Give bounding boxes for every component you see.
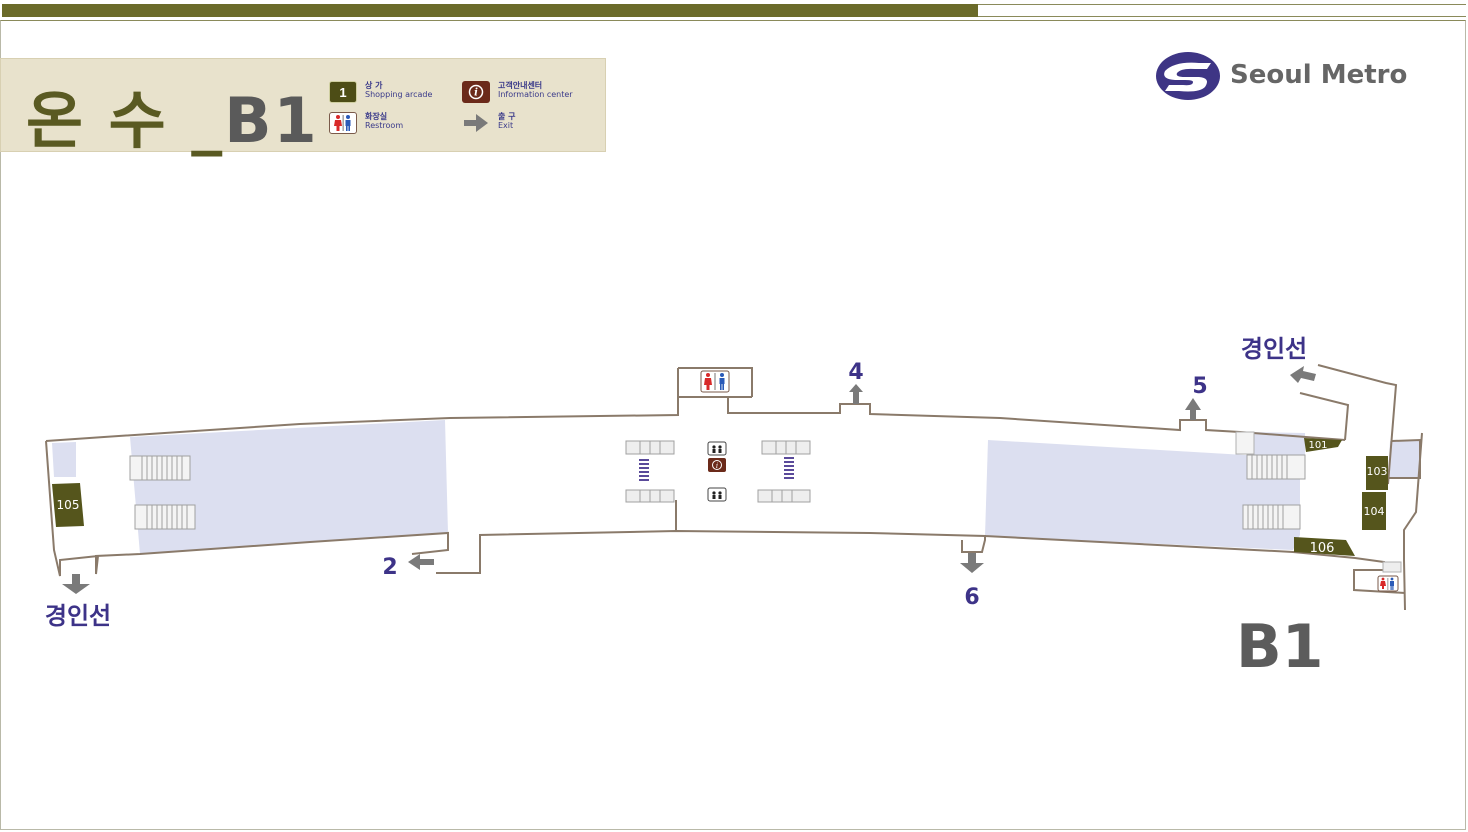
- legend-info: i 고객안내센터 Information center: [462, 81, 573, 103]
- legend-exit: 출 구 Exit: [462, 112, 516, 134]
- exit-2-arrow-icon: [408, 554, 434, 570]
- station-title: 온 수 _B1: [26, 70, 319, 160]
- title-separator: _: [191, 84, 225, 157]
- shop-104: 104: [1362, 492, 1386, 530]
- shop-103-label: 103: [1367, 465, 1388, 478]
- restroom-east-icon: [1377, 575, 1399, 592]
- elevator-icon-bottom: [707, 487, 727, 502]
- gyeongin-line-east-label: 경인선: [1241, 335, 1307, 363]
- exit-5-arrow-icon: [1185, 398, 1201, 420]
- svg-text:i: i: [716, 462, 718, 470]
- gyeongin-east-arrow-icon: [1290, 366, 1316, 383]
- shop-101-label: 101: [1308, 440, 1327, 451]
- page-frame: [0, 20, 1466, 830]
- gyeongin-west-arrow-icon: [62, 574, 90, 594]
- legend-info-text: 고객안내센터 Information center: [498, 81, 573, 99]
- shop-icon: 1: [329, 81, 357, 103]
- legend-restroom: 화장실 Restroom: [329, 112, 403, 134]
- shop-106: 106: [1294, 537, 1355, 556]
- stairs-west: [129, 455, 196, 530]
- exit-4-arrow-icon: [849, 384, 863, 404]
- escalator-west: [639, 458, 649, 484]
- shop-104-label: 104: [1364, 505, 1385, 518]
- legend-exit-text: 출 구 Exit: [498, 112, 516, 130]
- exit-4-label: 4: [848, 360, 863, 385]
- shop-101: 101: [1304, 438, 1342, 452]
- title-floor: B1: [224, 84, 319, 157]
- info-icon: i: [462, 81, 490, 103]
- central-transfer-area: i: [625, 440, 811, 503]
- shop-105-label: 105: [57, 498, 80, 512]
- floor-label: B1: [1236, 612, 1324, 682]
- top-progress-bar: [2, 4, 978, 17]
- gyeongin-line-west-label: 경인선: [45, 602, 111, 630]
- legend-panel: [0, 58, 606, 152]
- info-center-icon: i: [708, 458, 726, 472]
- top-bar-track: [978, 4, 1466, 17]
- legend-shop: 1 상 가 Shopping arcade: [329, 81, 432, 103]
- concourse-area-east-upper: [1253, 432, 1305, 457]
- exit-2-label: 2: [382, 555, 397, 580]
- concourse-area-east: [985, 440, 1300, 550]
- concourse-area-far-west: [52, 442, 76, 477]
- station-name: 온 수: [26, 84, 168, 157]
- shop-105: 105: [52, 483, 84, 527]
- legend-shop-text: 상 가 Shopping arcade: [365, 81, 433, 99]
- concourse-area-far-east: [1388, 440, 1420, 478]
- exit-5-label: 5: [1192, 374, 1207, 399]
- seoul-metro-logo-text: Seoul Metro: [1230, 60, 1408, 90]
- stairs-east: [1235, 431, 1402, 573]
- shop-103: 103: [1366, 456, 1388, 490]
- restroom-icon: [329, 112, 357, 134]
- exit-arrow-icon: [462, 112, 490, 134]
- restroom-north-icon: [700, 370, 730, 393]
- concourse-area-west: [130, 420, 448, 554]
- exit-6-label: 6: [964, 585, 979, 610]
- legend-restroom-text: 화장실 Restroom: [365, 112, 404, 130]
- svg-text:i: i: [474, 88, 478, 99]
- exit-6-arrow-icon: [960, 553, 984, 573]
- escalator-east: [784, 456, 794, 484]
- elevator-icon-top: [707, 441, 727, 456]
- seoul-metro-logo-icon: [1155, 51, 1221, 101]
- shop-106-label: 106: [1310, 541, 1335, 556]
